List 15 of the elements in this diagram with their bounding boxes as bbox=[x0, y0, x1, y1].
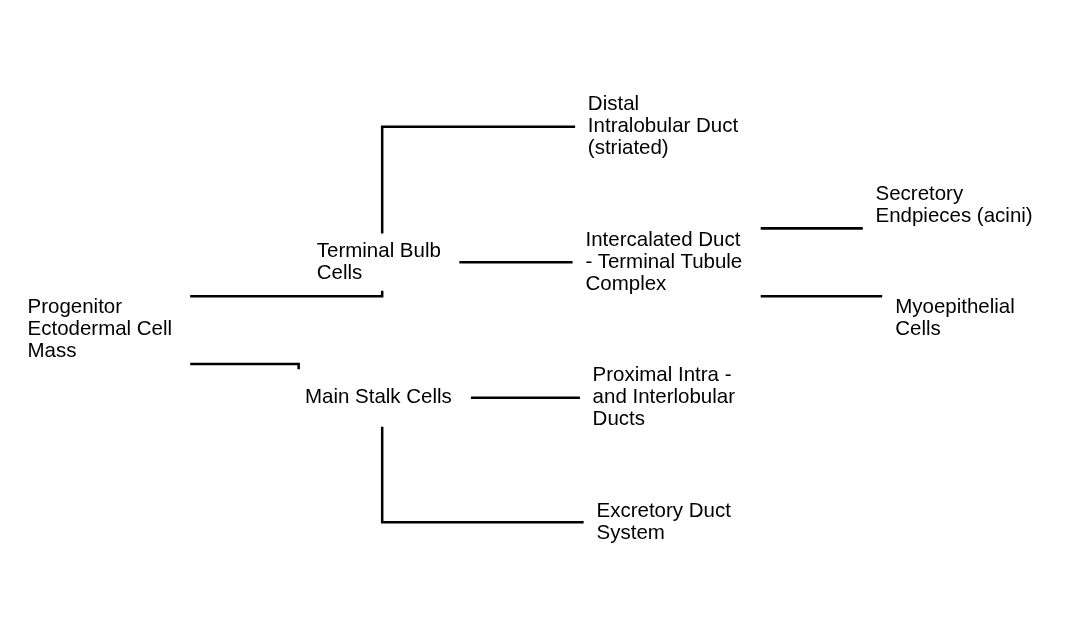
connector bbox=[760, 294, 883, 298]
node-text: Secretory Endpieces (acini) bbox=[875, 180, 1033, 226]
connector bbox=[380, 426, 584, 524]
node-text: Excretory Duct System bbox=[596, 497, 731, 543]
connector bbox=[459, 261, 573, 264]
node-text: Main Stalk Cells bbox=[304, 384, 452, 408]
node-text: Myoepithelial Cells bbox=[895, 294, 1015, 340]
connector bbox=[760, 227, 863, 230]
connector bbox=[380, 125, 576, 234]
node-text: Intercalated Duct - Terminal Tubule Complex bbox=[585, 226, 743, 294]
node-text: Terminal Bulb Cells bbox=[316, 237, 441, 283]
node-text: Proximal Intra - and Interlobular Ducts bbox=[592, 362, 735, 430]
node-text: Distal Intralobular Duct (striated) bbox=[587, 91, 739, 159]
connector bbox=[470, 396, 580, 400]
node-text: Progenitor Ectodermal Cell Mass bbox=[27, 294, 173, 362]
